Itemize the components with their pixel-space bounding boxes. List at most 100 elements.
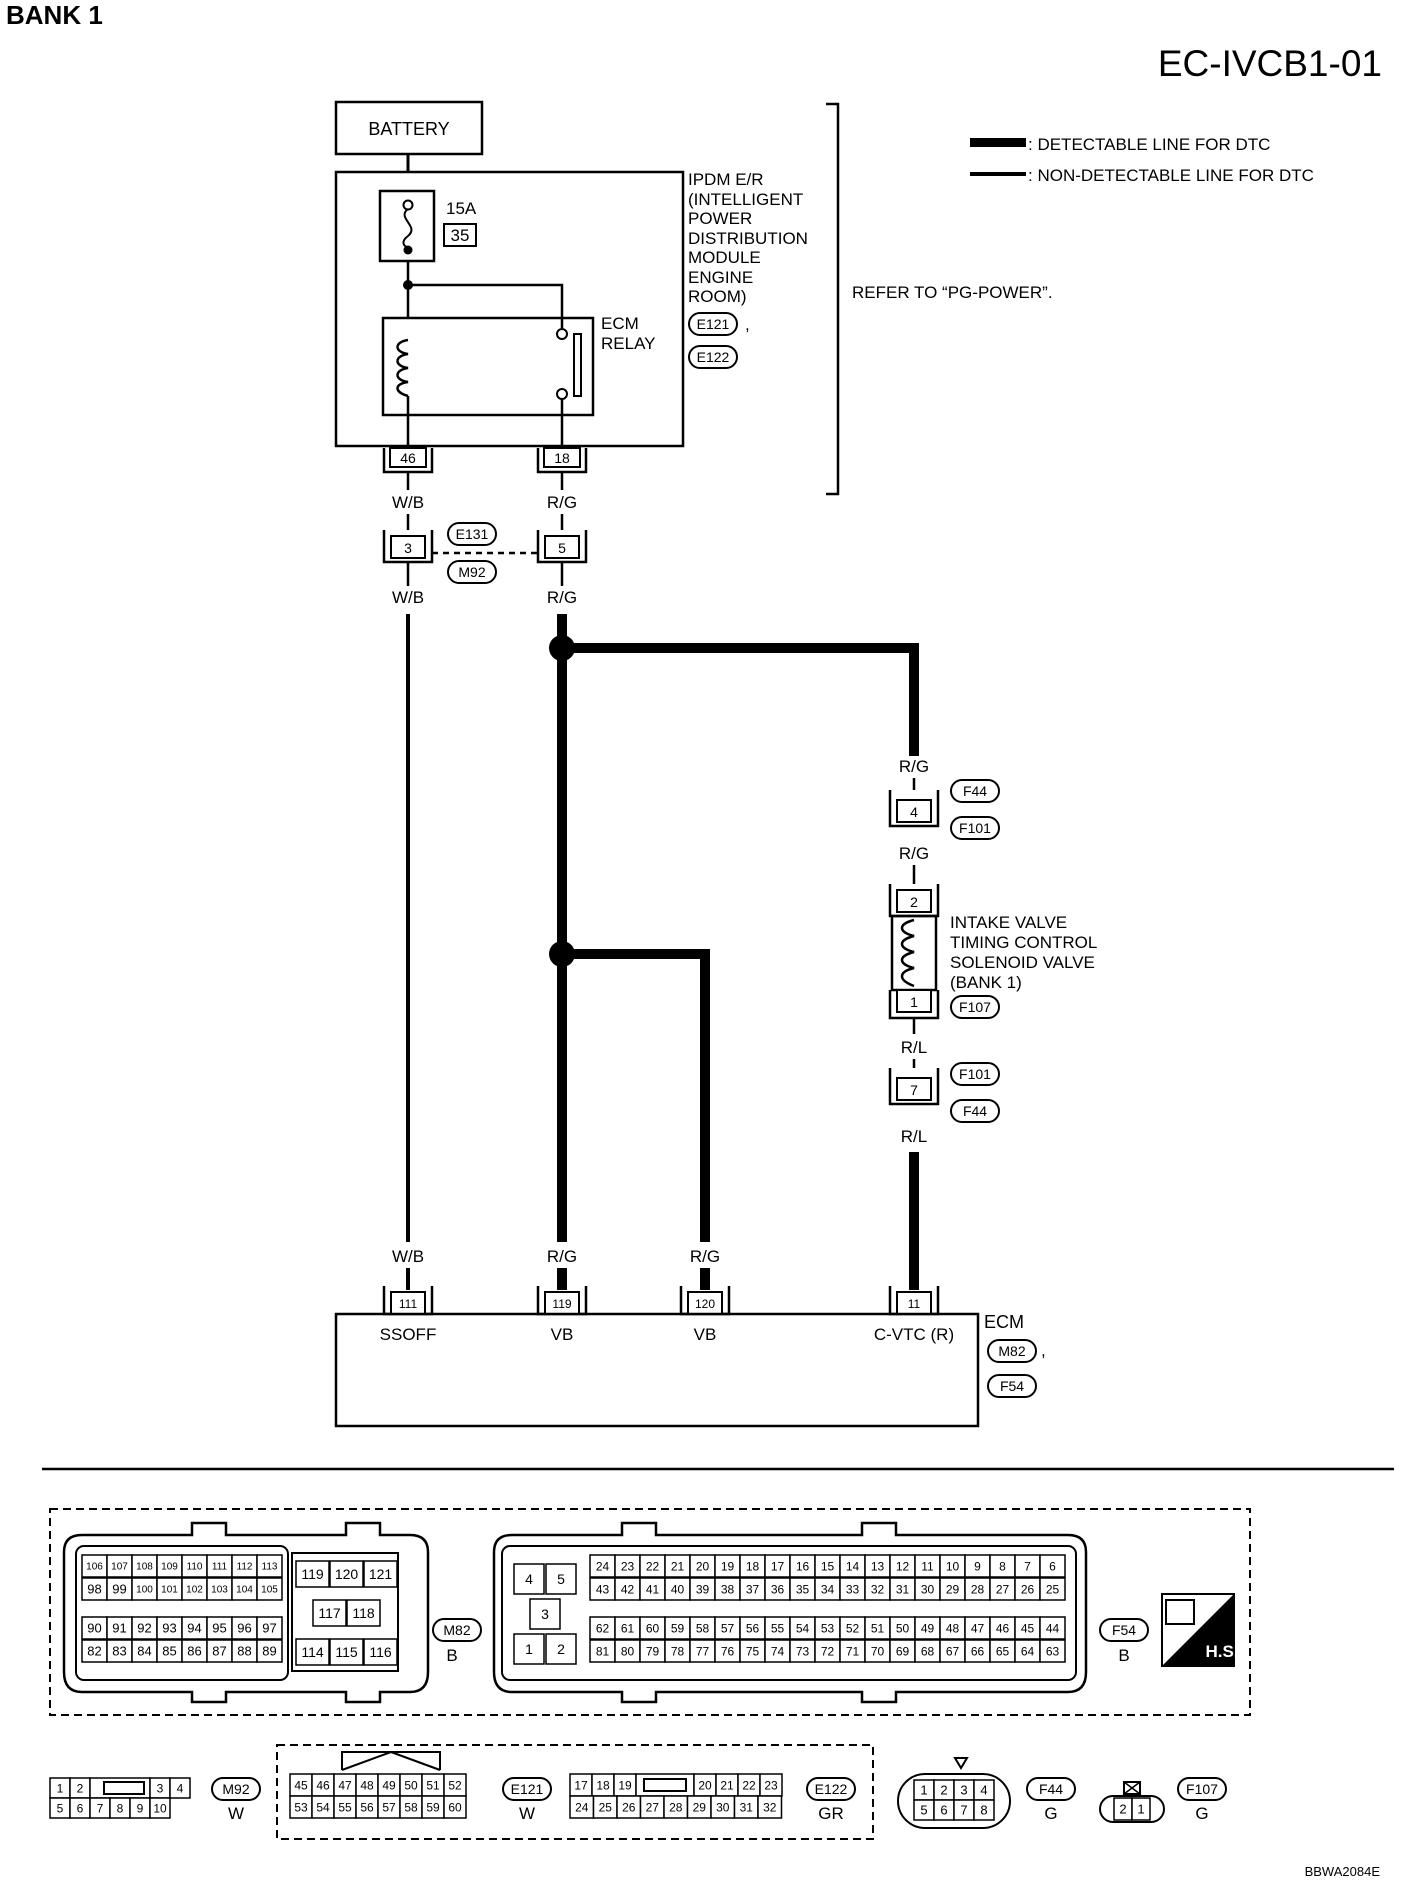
connector-pin-label: 7 xyxy=(960,1803,967,1818)
f101-connector-tag-2 xyxy=(950,1062,1000,1086)
connector-pin-label: 51 xyxy=(426,1778,440,1792)
hs-badge: H.S. xyxy=(1161,1593,1239,1667)
connector-pin xyxy=(973,1799,995,1821)
connector-pin-label: 56 xyxy=(746,1621,760,1635)
connector-pin-label: 59 xyxy=(671,1621,685,1635)
connector-pin-label: 30 xyxy=(921,1582,935,1596)
connector-pin-label: 77 xyxy=(696,1644,710,1658)
connector-pin-label: 72 xyxy=(821,1644,835,1658)
connector-pin-label: 18 xyxy=(746,1559,760,1573)
battery-label: BATTERY xyxy=(368,119,449,139)
connector-pin-label: 16 xyxy=(796,1559,810,1573)
svg-text:119: 119 xyxy=(552,1297,571,1311)
connector-pin-label: 102 xyxy=(186,1585,203,1596)
svg-text:1: 1 xyxy=(910,994,918,1010)
solenoid-coil xyxy=(900,918,915,988)
connector-pin-label: 36 xyxy=(771,1582,785,1596)
connector-pin-label: 12 xyxy=(896,1559,910,1573)
connector-pin-label: 75 xyxy=(746,1644,760,1658)
ecm-relay-label-1: ECM xyxy=(601,314,639,333)
connector-pin-label: 26 xyxy=(622,1800,636,1814)
svg-text:7: 7 xyxy=(910,1082,918,1098)
connector-pin-label: 3 xyxy=(541,1606,549,1622)
svg-text:F44: F44 xyxy=(963,1103,987,1119)
wire-label-rg-1: R/G xyxy=(547,493,577,512)
wire-label-rl-1: R/L xyxy=(901,1038,927,1057)
fuse-number-box xyxy=(443,223,477,247)
connector-pin-label: 54 xyxy=(316,1800,330,1814)
connector-pin-label: 116 xyxy=(369,1644,392,1660)
connector-pin-label: 74 xyxy=(771,1644,785,1658)
svg-text:H.S.: H.S. xyxy=(1205,1642,1238,1661)
connector-pin-label: 1 xyxy=(57,1781,64,1795)
connector-pin-label: 29 xyxy=(693,1800,707,1814)
svg-text:TIMING CONTROL: TIMING CONTROL xyxy=(950,933,1097,952)
svg-text:M92: M92 xyxy=(458,564,485,580)
connector-pin xyxy=(295,1560,330,1588)
svg-text:F54: F54 xyxy=(1000,1378,1024,1394)
connector-pin-label: 103 xyxy=(211,1585,228,1596)
e122-color: GR xyxy=(818,1804,844,1823)
connector-pin-label: 27 xyxy=(646,1800,660,1814)
m82-connector-outline xyxy=(62,1521,430,1704)
connector-pin-label: 80 xyxy=(621,1644,635,1658)
connector-pin-label: 84 xyxy=(137,1644,151,1659)
connector-pin-label: 25 xyxy=(1046,1582,1060,1596)
f101-pin-7: 7 xyxy=(888,1068,940,1106)
connector-pin-label: 23 xyxy=(621,1559,635,1573)
svg-text:E121: E121 xyxy=(511,1781,544,1797)
joint-pin-3: 3 xyxy=(382,530,434,564)
connector-pin xyxy=(295,1638,330,1666)
detectable-line-swatch xyxy=(970,138,1026,147)
connector-pin xyxy=(329,1560,364,1588)
connector-pin-label: 98 xyxy=(87,1582,101,1597)
connector-pin-label: 87 xyxy=(212,1644,226,1659)
svg-text:11: 11 xyxy=(908,1297,921,1311)
connector-pin-label: 85 xyxy=(162,1644,176,1659)
svg-text:MODULE: MODULE xyxy=(688,248,761,267)
connector-pin-label: 113 xyxy=(262,1562,278,1573)
connector-pin-label: 108 xyxy=(136,1562,153,1573)
ecm-connectors-frame xyxy=(49,1508,1251,1716)
connector-pin-label: 63 xyxy=(1046,1644,1060,1658)
m92-connector-tag xyxy=(447,560,497,584)
connector-pin-label: 5 xyxy=(57,1801,64,1815)
wire-label-rg-4: R/G xyxy=(899,844,929,863)
connector-key-slot xyxy=(643,1778,687,1792)
connector-pin-label: 118 xyxy=(352,1605,375,1621)
fuse-number: 35 xyxy=(451,226,470,245)
f107-id-tag xyxy=(1177,1777,1227,1801)
wire-label-rg-6: R/G xyxy=(690,1247,720,1266)
e121-connector-tag xyxy=(688,312,738,336)
connector-pin-label: 52 xyxy=(846,1621,860,1635)
svg-text:POWER: POWER xyxy=(688,209,752,228)
connector-pin-label: 79 xyxy=(646,1644,660,1658)
fuse-rating: 15A xyxy=(446,199,477,218)
svg-text:IPDM E/R: IPDM E/R xyxy=(688,170,764,189)
connector-pin-label: 1 xyxy=(1137,1802,1144,1817)
connector-pin-label: 26 xyxy=(1021,1582,1035,1596)
ecm-pin-111: 111 xyxy=(382,1286,434,1316)
svg-text:INTAKE VALVE: INTAKE VALVE xyxy=(950,913,1067,932)
f44-connector-outline xyxy=(897,1773,1011,1829)
svg-text:E131: E131 xyxy=(456,526,489,542)
connector-pin-label: 62 xyxy=(596,1621,610,1635)
connector-pin-label: 29 xyxy=(946,1582,960,1596)
connector-pin-label: 21 xyxy=(720,1778,734,1792)
connector-pin-label: 65 xyxy=(996,1644,1010,1658)
connector-pin-label: 20 xyxy=(696,1559,710,1573)
wire-label-wb-3: W/B xyxy=(392,1247,424,1266)
connector-pin-label: 14 xyxy=(846,1559,860,1573)
connector-pin-label: 59 xyxy=(426,1800,440,1814)
connector-pin-label: 119 xyxy=(301,1566,324,1582)
connector-pin-label: 13 xyxy=(871,1559,885,1573)
connector-pin-label: 40 xyxy=(671,1582,685,1596)
connector-pin-label: 49 xyxy=(921,1621,935,1635)
connector-pin xyxy=(513,1633,545,1665)
connector-pin xyxy=(757,1795,783,1819)
legend-detectable: : DETECTABLE LINE FOR DTC xyxy=(1028,135,1270,154)
svg-text:18: 18 xyxy=(554,450,570,466)
